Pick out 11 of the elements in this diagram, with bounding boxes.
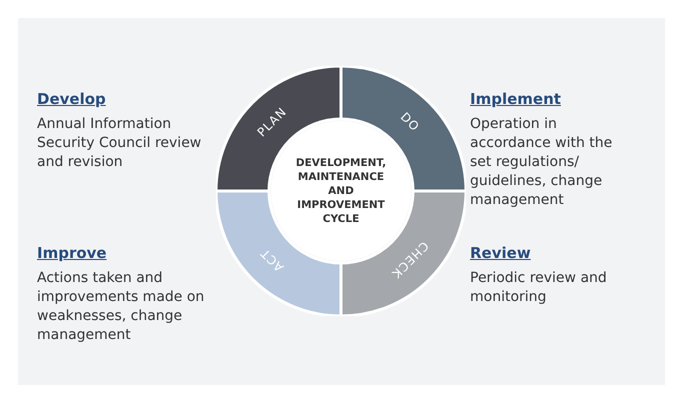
phase-description: Actions taken and improvements made on weaknesses, change management — [37, 269, 206, 345]
phase-heading: Implement — [470, 90, 561, 108]
segment-label: DO — [398, 110, 422, 134]
phase-description: Operation in accordance with the set regulations/ guidelines, change management — [470, 115, 614, 210]
phase-heading: Review — [470, 244, 531, 262]
phase-heading: Develop — [37, 90, 106, 108]
cycle-title: DEVELOPMENT, MAINTENANCE AND IMPROVEMENT CYCLE — [294, 156, 388, 226]
phase-description: Periodic review and monitoring — [470, 269, 608, 307]
segment-label: ACT — [258, 246, 286, 274]
phase-heading: Improve — [37, 244, 107, 262]
phase-description: Annual Information Security Council review and revision — [37, 115, 202, 172]
